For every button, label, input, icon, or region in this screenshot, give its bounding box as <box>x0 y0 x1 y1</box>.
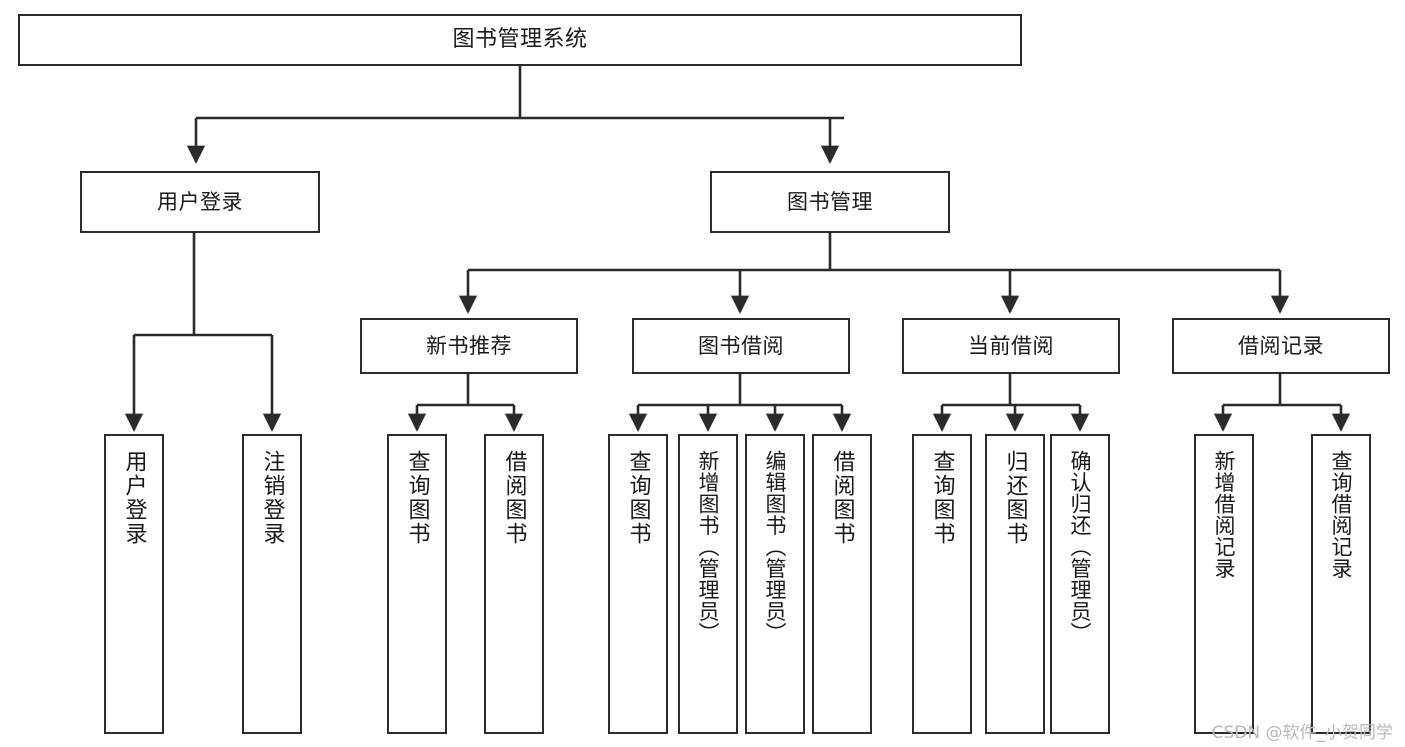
node-label: 查询图书 <box>404 450 430 546</box>
node-user-login[interactable]: 用户登录 <box>80 171 320 233</box>
node-label: 借阅图书 <box>829 450 855 546</box>
node-label: 查询借阅记录 <box>1329 450 1354 579</box>
node-label: 当前借阅 <box>968 333 1054 358</box>
node-label: 注销登录 <box>259 450 285 546</box>
leaf-borrow-add-book-admin[interactable]: 新增图书（管理员） <box>678 434 738 734</box>
node-book-management[interactable]: 图书管理 <box>710 171 950 233</box>
leaf-borrow-borrow-book[interactable]: 借阅图书 <box>812 434 872 734</box>
node-root-system[interactable]: 图书管理系统 <box>18 14 1022 66</box>
node-new-book-recommend[interactable]: 新书推荐 <box>360 318 578 374</box>
leaf-current-return-book[interactable]: 归还图书 <box>985 434 1045 734</box>
node-label: 用户登录 <box>157 189 243 214</box>
leaf-current-confirm-return-admin[interactable]: 确认归还（管理员） <box>1050 434 1110 734</box>
node-label: 图书借阅 <box>698 333 784 358</box>
node-label: 确认归还（管理员） <box>1068 450 1093 644</box>
node-label: 用户登录 <box>121 450 147 546</box>
node-label: 新书推荐 <box>426 333 512 358</box>
node-label: 图书管理 <box>787 189 873 214</box>
node-label: 查询图书 <box>625 450 651 546</box>
leaf-user-login-login[interactable]: 用户登录 <box>104 434 164 734</box>
node-label: 新增图书（管理员） <box>696 450 721 644</box>
csdn-watermark: CSDN @软件_小贺同学 <box>1211 723 1393 743</box>
leaf-recommend-borrow-book[interactable]: 借阅图书 <box>484 434 544 734</box>
leaf-record-query-record[interactable]: 查询借阅记录 <box>1311 434 1371 734</box>
node-current-borrow[interactable]: 当前借阅 <box>902 318 1120 374</box>
leaf-recommend-query-book[interactable]: 查询图书 <box>387 434 447 734</box>
node-book-borrow[interactable]: 图书借阅 <box>632 318 850 374</box>
node-label: 借阅图书 <box>501 450 527 546</box>
leaf-user-login-logout[interactable]: 注销登录 <box>242 434 302 734</box>
leaf-borrow-edit-book-admin[interactable]: 编辑图书（管理员） <box>745 434 805 734</box>
node-label: 编辑图书（管理员） <box>763 450 788 644</box>
leaf-borrow-query-book[interactable]: 查询图书 <box>608 434 668 734</box>
leaf-current-query-book[interactable]: 查询图书 <box>912 434 972 734</box>
node-borrow-record[interactable]: 借阅记录 <box>1172 318 1390 374</box>
node-label: 归还图书 <box>1002 450 1028 546</box>
node-label: 图书管理系统 <box>452 27 588 53</box>
node-label: 查询图书 <box>929 450 955 546</box>
leaf-record-add-record[interactable]: 新增借阅记录 <box>1194 434 1254 734</box>
node-label: 新增借阅记录 <box>1212 450 1237 579</box>
node-label: 借阅记录 <box>1238 333 1324 358</box>
